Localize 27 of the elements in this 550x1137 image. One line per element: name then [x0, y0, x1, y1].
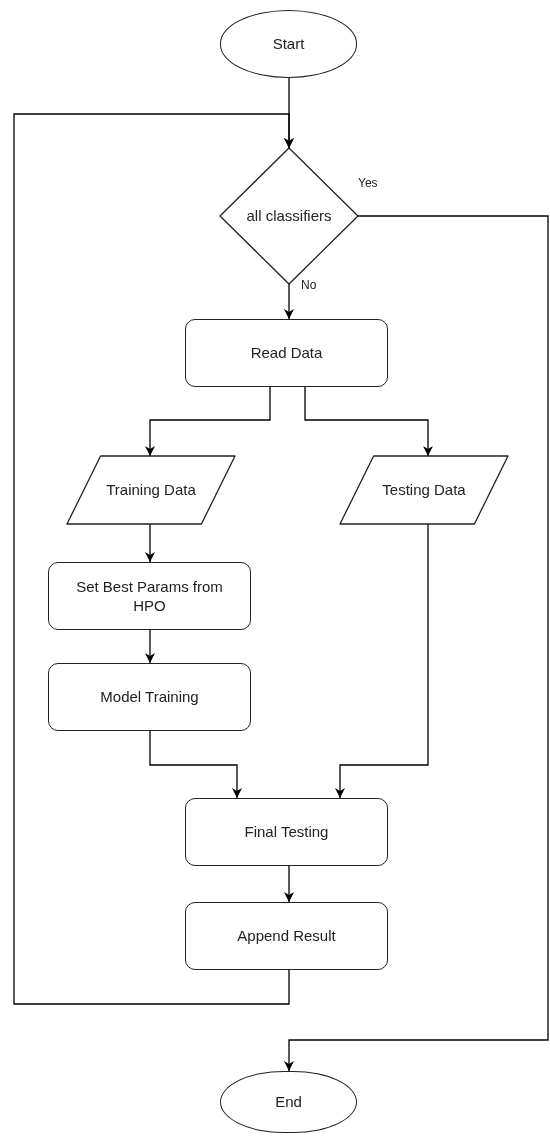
node-label: Model Training	[100, 687, 199, 707]
node-label: End	[275, 1092, 302, 1112]
process-box	[48, 562, 251, 630]
node-label: Final Testing	[244, 822, 329, 842]
node-label: Set Best Params from HPO	[75, 576, 224, 616]
data-parallelogram	[67, 456, 235, 524]
data-parallelogram	[340, 456, 508, 524]
arrow	[145, 386, 271, 457]
node-label: Training Data	[106, 480, 196, 500]
process-box	[185, 902, 388, 970]
arrow	[284, 215, 549, 1072]
node-label: all classifiers	[246, 206, 332, 226]
arrow	[304, 386, 433, 457]
node-label: Start	[272, 34, 305, 54]
process-box	[185, 319, 388, 387]
arrow	[284, 283, 294, 320]
node-label: Append Result	[237, 926, 336, 946]
process-box	[48, 663, 251, 731]
arrow	[335, 523, 429, 799]
node-label: Testing Data	[382, 480, 466, 500]
arrow	[149, 730, 242, 799]
node-label: Read Data	[250, 343, 323, 363]
process-box	[185, 798, 388, 866]
arrow	[145, 629, 155, 664]
arrow	[13, 113, 294, 1005]
arrow	[145, 523, 155, 563]
arrow	[284, 865, 294, 903]
